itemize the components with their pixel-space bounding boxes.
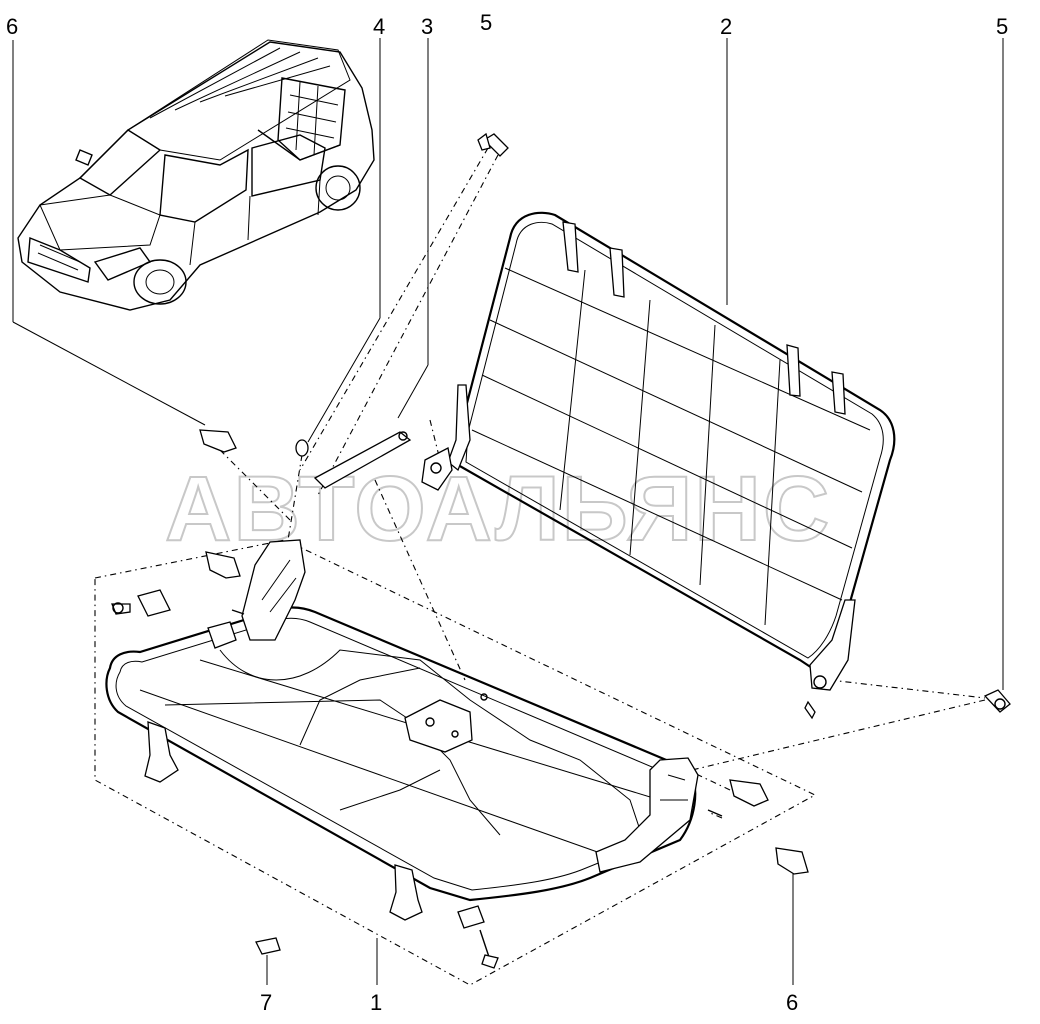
bolt-right xyxy=(983,689,1011,713)
callout-bolt-right: 5 xyxy=(996,14,1008,39)
callout-clip-bottom-left: 7 xyxy=(260,990,272,1015)
clip-upper-left xyxy=(199,429,237,453)
backrest-frame xyxy=(421,211,896,720)
cushion-frame xyxy=(105,539,699,921)
leader-lines xyxy=(12,38,1004,985)
watermark-text: АВТОАЛЬЯНС xyxy=(165,458,831,560)
strap xyxy=(313,431,412,489)
bolt-top xyxy=(477,132,509,157)
clip-seven xyxy=(255,937,281,955)
callout-cushion: 1 xyxy=(370,990,382,1015)
clip-right-upper xyxy=(729,779,769,807)
callout-labels: 6 4 3 5 2 5 7 1 6 xyxy=(6,10,1008,1015)
callout-right-clip-bottom: 6 xyxy=(786,990,798,1015)
callout-strap: 3 xyxy=(421,14,433,39)
mount-bracket-bottom xyxy=(457,905,499,969)
callout-bolt-top: 5 xyxy=(480,10,492,35)
car-thumbnail-illustration xyxy=(17,39,375,311)
callout-pin: 4 xyxy=(373,14,385,39)
clip-left-middle xyxy=(205,551,241,579)
pin xyxy=(295,439,309,457)
callout-left-clip-top: 6 xyxy=(6,14,18,39)
headrest-guides xyxy=(562,221,846,415)
mount-bracket-left xyxy=(111,589,171,617)
clip-right-lower xyxy=(775,847,809,875)
callout-backrest: 2 xyxy=(720,14,732,39)
small-parts xyxy=(111,132,1011,969)
